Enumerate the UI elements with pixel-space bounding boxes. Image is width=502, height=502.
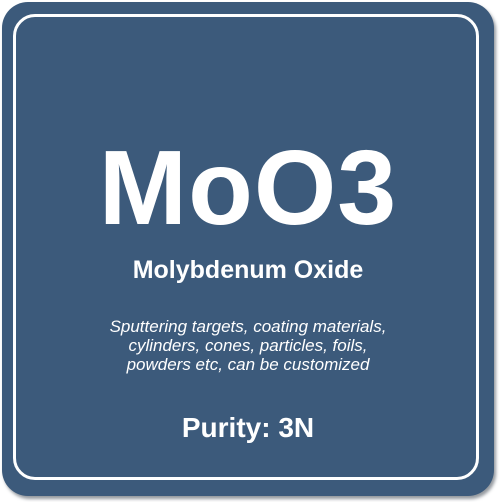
inner-border-frame (13, 14, 479, 480)
product-description: Sputtering targets, coating materials, c… (42, 317, 454, 374)
material-name: Molybdenum Oxide (132, 256, 364, 284)
description-line: Sputtering targets, coating materials, (109, 317, 387, 336)
tile-content: MoO3 Molybdenum Oxide Sputtering targets… (2, 2, 494, 496)
chemical-formula: MoO3 (98, 129, 398, 247)
purity-label: Purity: 3N (181, 412, 315, 443)
product-tile: MoO3 Molybdenum Oxide Sputtering targets… (2, 2, 494, 496)
description-line: powders etc, can be customized (126, 355, 370, 374)
description-line: cylinders, cones, particles, foils, (128, 336, 368, 355)
